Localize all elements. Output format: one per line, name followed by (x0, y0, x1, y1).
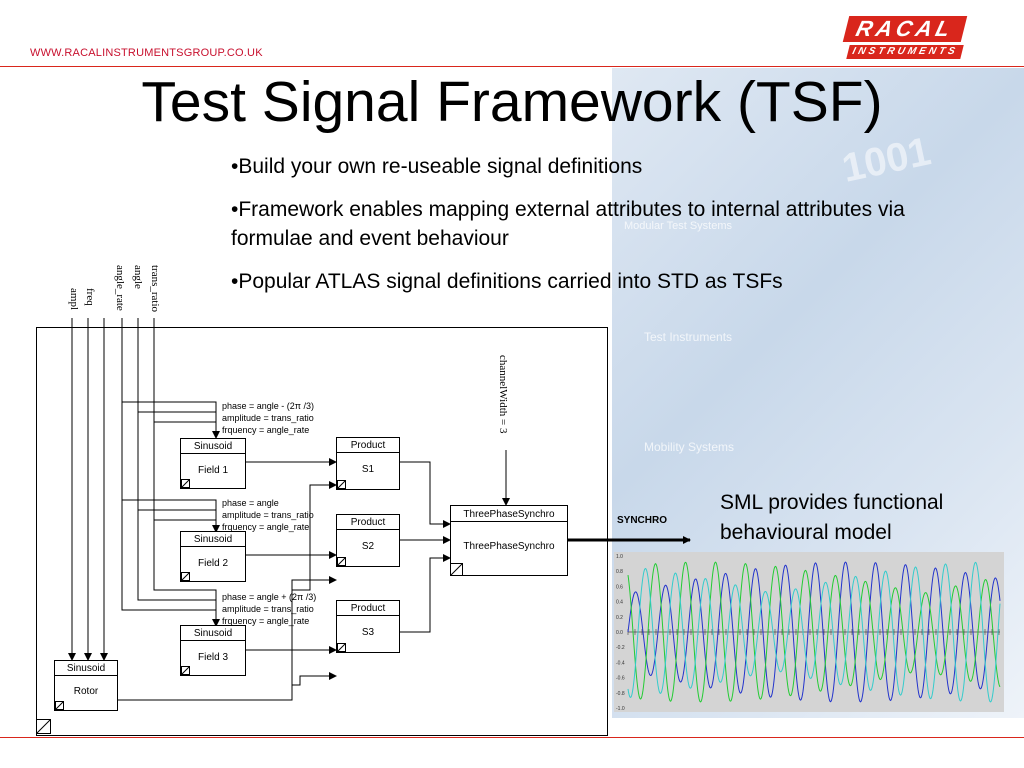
sml-caption-line: SML provides functional (720, 491, 944, 514)
input-label-trans-ratio: trans_ratio (149, 265, 161, 313)
block-product-s3[interactable]: Product S3 (336, 600, 400, 653)
y-tick-label: -0.6 (616, 676, 625, 682)
channel-width-label: channelWidth = 3 (497, 355, 509, 434)
formula-field-2: phase = angle amplitude = trans_ratio fr… (222, 498, 314, 532)
block-rotor[interactable]: Sinusoid Rotor (54, 660, 118, 711)
formula-line: phase = angle - (2π /3) (222, 401, 314, 411)
y-tick-label: 0.4 (616, 600, 623, 606)
block-type: Sinusoid (194, 628, 232, 639)
formula-field-3: phase = angle + (2π /3) amplitude = tran… (222, 592, 316, 626)
sml-caption-line: behavioural model (720, 521, 892, 544)
block-type: Sinusoid (67, 663, 105, 674)
block-type: Product (351, 440, 386, 451)
block-field-1[interactable]: Sinusoid Field 1 (180, 438, 246, 489)
formula-line: frquency = angle_rate (222, 522, 309, 532)
y-tick-label: 0.0 (616, 630, 623, 636)
block-name: ThreePhaseSynchro (463, 541, 555, 552)
y-tick-label: -0.4 (616, 660, 625, 666)
website-url: WWW.RACALINSTRUMENTSGROUP.CO.UK (30, 47, 263, 59)
block-product-s1[interactable]: Product S1 (336, 437, 400, 490)
series-green (627, 561, 1001, 703)
block-name: Rotor (74, 686, 99, 697)
block-type: Product (351, 603, 386, 614)
block-three-phase-synchro[interactable]: ThreePhaseSynchro ThreePhaseSynchro (450, 505, 568, 576)
logo-racal: RACAL (842, 16, 968, 42)
racal-logo: RACAL INSTRUMENTS (842, 16, 968, 60)
y-tick-label: -0.2 (616, 645, 625, 651)
waveform-plot: 1.0 0.8 0.6 0.4 0.2 0.0 -0.2 -0.4 -0.6 -0.8 -1.0 (614, 552, 1004, 712)
y-tick-label: 0.8 (616, 569, 623, 575)
block-name: S2 (362, 541, 375, 552)
y-tick-label: 0.2 (616, 615, 623, 621)
block-type: Product (351, 517, 386, 528)
bullet-list: •Build your own re-useable signal defini… (231, 152, 921, 310)
formula-line: amplitude = trans_ratio (222, 604, 314, 614)
formula-line: frquency = angle_rate (222, 616, 309, 626)
block-field-2[interactable]: Sinusoid Field 2 (180, 531, 246, 582)
formula-line: amplitude = trans_ratio (222, 510, 314, 520)
background-text-2: Modular Test Systems (624, 220, 733, 232)
block-type: Sinusoid (194, 441, 232, 452)
synchro-output-label: SYNCHRO (617, 515, 667, 526)
frame-corner-icon (36, 719, 51, 734)
block-name: Field 1 (198, 465, 228, 476)
block-name: Field 3 (198, 652, 228, 663)
sml-caption: SML provides functional behavioural mode… (720, 488, 943, 548)
formula-line: frquency = angle_rate (222, 425, 309, 435)
tsf-diagram: trans_ratio angle angle_rate freq ampl (36, 265, 691, 736)
input-label-angle: angle (132, 265, 144, 289)
block-name: S3 (362, 627, 375, 638)
bullet-item: •Framework enables mapping external attr… (231, 198, 905, 250)
formula-line: amplitude = trans_ratio (222, 413, 314, 423)
bullet-item: •Popular ATLAS signal definitions carrie… (231, 270, 783, 293)
series-blue (627, 561, 1001, 703)
input-label-freq: freq (84, 288, 96, 306)
formula-line: phase = angle + (2π /3) (222, 592, 316, 602)
page-title: Test Signal Framework (TSF) (141, 70, 883, 134)
input-wires (68, 318, 510, 701)
series-cyan (627, 561, 1001, 703)
background-text-3: Mobility Systems (644, 440, 735, 454)
logo-instruments: INSTRUMENTS (846, 45, 964, 59)
block-field-3[interactable]: Sinusoid Field 3 (180, 625, 246, 676)
input-label-angle-rate: angle_rate (114, 265, 126, 311)
y-tick-label: -1.0 (616, 706, 625, 712)
formula-line: phase = angle (222, 498, 279, 508)
block-product-s2[interactable]: Product S2 (336, 514, 400, 567)
block-type: ThreePhaseSynchro (463, 509, 555, 520)
block-name: S1 (362, 464, 375, 475)
bullet-item: •Build your own re-useable signal defini… (231, 155, 643, 178)
input-label-ampl: ampl (68, 288, 80, 310)
background-text-1: Test Instruments (644, 330, 733, 344)
y-tick-label: -0.8 (616, 691, 625, 697)
y-tick-label: 0.6 (616, 584, 623, 590)
block-name: Field 2 (198, 558, 228, 569)
formula-field-1: phase = angle - (2π /3) amplitude = tran… (222, 401, 314, 435)
y-tick-label: 1.0 (616, 554, 623, 560)
block-type: Sinusoid (194, 534, 232, 545)
